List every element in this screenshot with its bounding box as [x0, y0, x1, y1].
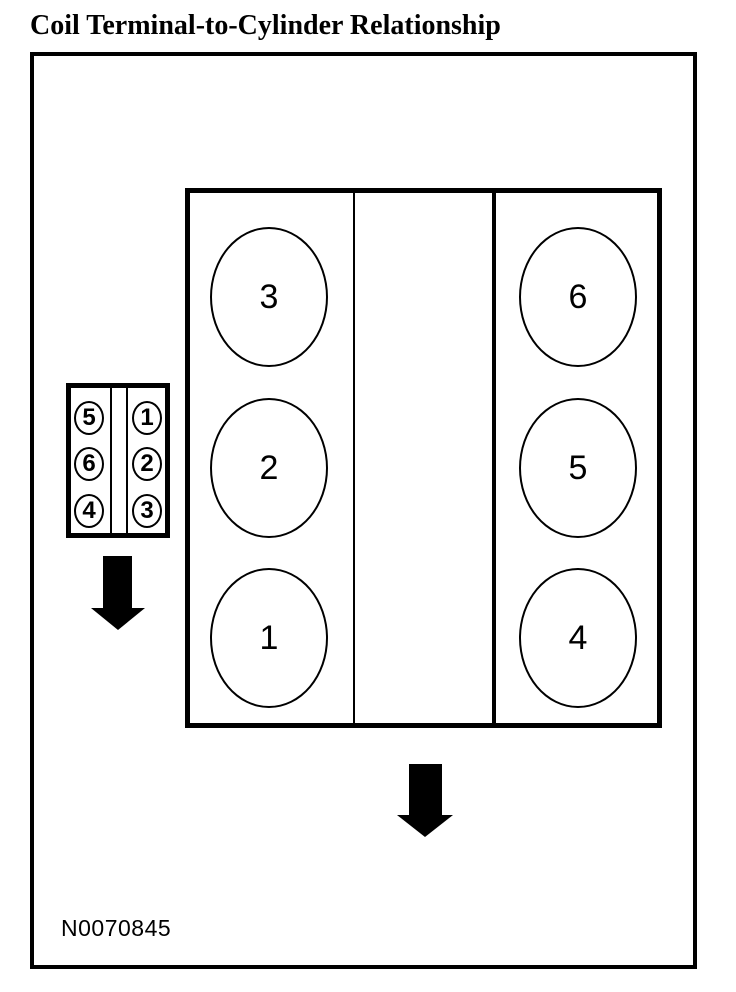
engine-block-divider-left — [353, 193, 355, 723]
coil-connector-divider-left — [110, 388, 112, 533]
engine-block-divider-right — [492, 193, 496, 723]
coil-terminal-circle-1: 1 — [132, 401, 162, 435]
coil-terminal-circle-5: 5 — [74, 401, 104, 435]
coil-terminal-circle-4: 4 — [74, 494, 104, 528]
coil-terminal-circle-3: 3 — [132, 494, 162, 528]
diagram-frame — [30, 52, 697, 969]
page-title: Coil Terminal-to-Cylinder Relationship — [30, 10, 501, 41]
coil-terminal-circle-2: 2 — [132, 447, 162, 481]
cylinder-circle-2: 2 — [210, 398, 328, 538]
coil-connector-divider-right — [126, 388, 128, 533]
engine-down-arrow-head — [397, 815, 453, 837]
cylinder-circle-6: 6 — [519, 227, 637, 367]
coil-terminal-circle-6: 6 — [74, 447, 104, 481]
cylinder-circle-1: 1 — [210, 568, 328, 708]
engine-down-arrow-shaft — [409, 764, 442, 815]
cylinder-circle-5: 5 — [519, 398, 637, 538]
cylinder-circle-3: 3 — [210, 227, 328, 367]
coil-down-arrow-shaft — [103, 556, 132, 608]
coil-down-arrow-head — [91, 608, 145, 630]
cylinder-circle-4: 4 — [519, 568, 637, 708]
figure-number: N0070845 — [61, 915, 172, 941]
